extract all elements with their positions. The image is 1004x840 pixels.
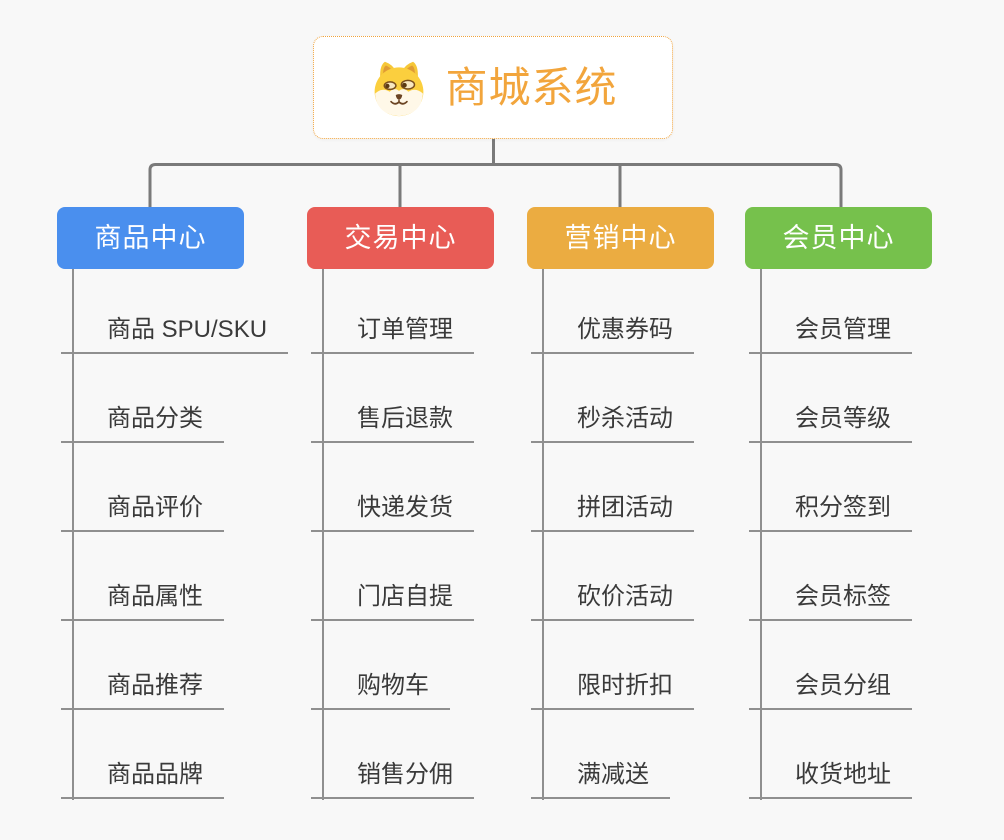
branch-label: 交易中心 (344, 223, 457, 253)
shiba-dog-face-icon (368, 58, 430, 118)
branch-member-center[interactable]: 会员中心 (745, 207, 932, 269)
child-node-product-review[interactable]: 商品评价 (61, 492, 224, 532)
child-node-coupon-code[interactable]: 优惠券码 (531, 314, 694, 354)
child-node-product-spu-sku[interactable]: 商品 SPU/SKU (61, 314, 289, 354)
root-node[interactable]: 商城系统 (313, 36, 673, 139)
child-node-flash-sale[interactable]: 秒杀活动 (531, 403, 694, 443)
child-node-member-level[interactable]: 会员等级 (749, 403, 912, 443)
branch-trade-center[interactable]: 交易中心 (307, 207, 494, 269)
child-node-product-attribute[interactable]: 商品属性 (61, 581, 224, 621)
child-node-bargain-activity[interactable]: 砍价活动 (531, 581, 694, 621)
branch-product-center[interactable]: 商品中心 (57, 207, 244, 269)
child-node-shipping-address[interactable]: 收货地址 (749, 759, 912, 799)
child-node-product-brand[interactable]: 商品品牌 (61, 759, 224, 799)
branch-label: 商品中心 (94, 223, 207, 253)
child-node-limited-time-discount[interactable]: 限时折扣 (531, 670, 694, 710)
branch-marketing-center[interactable]: 营销中心 (527, 207, 714, 269)
child-node-aftersale-refund[interactable]: 售后退款 (311, 403, 474, 443)
branch-label: 营销中心 (564, 223, 677, 253)
child-node-sales-commission[interactable]: 销售分佣 (311, 759, 474, 799)
child-node-shopping-cart[interactable]: 购物车 (311, 670, 450, 710)
branch-label: 会员中心 (782, 223, 895, 253)
child-node-order-management[interactable]: 订单管理 (311, 314, 474, 354)
child-node-points-checkin[interactable]: 积分签到 (749, 492, 912, 532)
child-node-member-group[interactable]: 会员分组 (749, 670, 912, 710)
child-node-member-management[interactable]: 会员管理 (749, 314, 912, 354)
tree-connectors (148, 139, 843, 207)
child-node-full-reduction[interactable]: 满减送 (531, 759, 670, 799)
child-node-group-buy[interactable]: 拼团活动 (531, 492, 694, 532)
child-node-product-category[interactable]: 商品分类 (61, 403, 224, 443)
root-title: 商城系统 (445, 63, 618, 111)
child-node-express-shipping[interactable]: 快递发货 (311, 492, 474, 532)
child-node-store-pickup[interactable]: 门店自提 (311, 581, 474, 621)
child-node-product-recommend[interactable]: 商品推荐 (61, 670, 224, 710)
child-node-member-tag[interactable]: 会员标签 (749, 581, 912, 621)
